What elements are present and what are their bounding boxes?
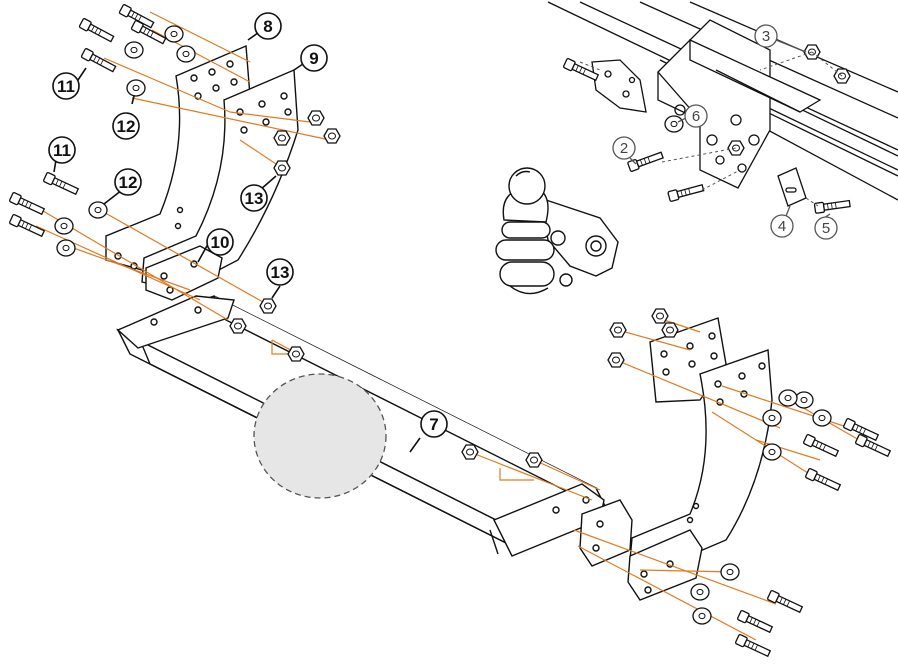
svg-text:13: 13	[271, 263, 290, 282]
callout-13-top: 13	[240, 175, 277, 212]
left-bolts	[8, 3, 168, 239]
svg-text:2: 2	[620, 140, 628, 157]
svg-text:7: 7	[429, 415, 438, 434]
svg-text:12: 12	[119, 173, 138, 192]
callout-11-mid: 11	[48, 136, 76, 173]
svg-text:6: 6	[692, 108, 700, 125]
svg-text:12: 12	[117, 117, 136, 136]
callout-12-mid: 12	[103, 168, 142, 205]
chassis-callouts: 3 6 2 4 5	[612, 24, 838, 240]
callout-4: 4	[770, 205, 794, 238]
callouts: 8 9 11 12 11 12 13	[48, 12, 448, 453]
svg-text:13: 13	[245, 189, 264, 208]
placeholder-circle	[253, 373, 387, 499]
callout-10: 10	[197, 228, 234, 263]
callout-2: 2	[612, 136, 637, 165]
svg-text:10: 10	[211, 233, 230, 252]
svg-text:4: 4	[778, 218, 786, 235]
svg-text:9: 9	[309, 49, 318, 68]
callout-8: 8	[247, 12, 282, 41]
chassis-detail	[547, 1, 898, 207]
callout-3: 3	[754, 24, 807, 53]
callout-7: 7	[409, 410, 448, 453]
callout-13-bottom: 13	[266, 258, 294, 299]
callout-12-top: 12	[112, 95, 140, 140]
chassis-guides	[579, 51, 843, 207]
callout-9: 9	[293, 44, 328, 72]
callout-5: 5	[814, 213, 838, 240]
svg-text:11: 11	[53, 141, 71, 160]
callout-11-top: 11	[52, 67, 87, 100]
svg-text:11: 11	[57, 77, 75, 96]
svg-text:5: 5	[822, 220, 830, 237]
ball-coupling	[495, 167, 619, 295]
callout-6: 6	[677, 104, 708, 128]
svg-text:8: 8	[263, 17, 272, 36]
svg-text:3: 3	[762, 28, 770, 45]
